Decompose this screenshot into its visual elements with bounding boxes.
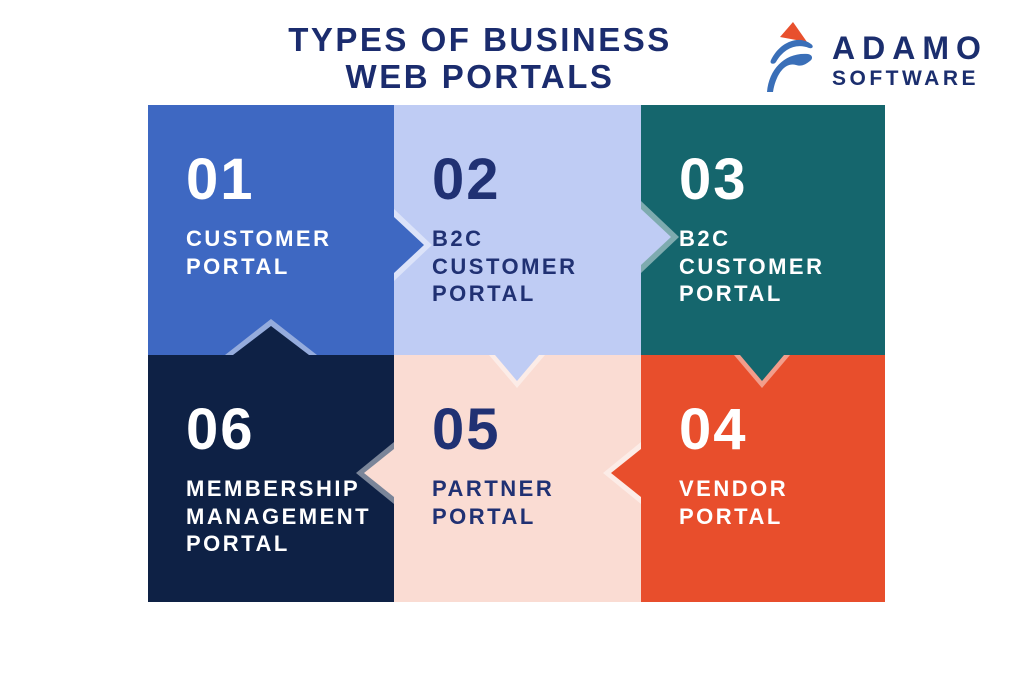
tile-number: 06 [186, 397, 255, 462]
tile-number: 04 [679, 397, 748, 462]
adamo-logo-icon [767, 22, 813, 92]
tile-label: PARTNER PORTAL [432, 476, 555, 529]
tile-b2c-customer-portal-2: 03 B2C CUSTOMER PORTAL [641, 105, 885, 355]
tile-number: 05 [432, 397, 501, 462]
logo-subname: SOFTWARE [832, 67, 979, 90]
tile-vendor-portal: 04 VENDOR PORTAL [641, 355, 885, 602]
logo-flame-icon [780, 22, 807, 42]
tile-label: CUSTOMER PORTAL [186, 226, 332, 279]
tile-membership-management-portal: 06 MEMBERSHIP MANAGEMENT PORTAL [148, 355, 394, 602]
tile-label: VENDOR PORTAL [679, 476, 789, 529]
page-title: TYPES OF BUSINESS WEB PORTALS [288, 21, 672, 95]
tile-label: B2C CUSTOMER PORTAL [432, 226, 578, 306]
tile-label: MEMBERSHIP MANAGEMENT PORTAL [186, 476, 372, 556]
tile-number: 03 [679, 147, 748, 212]
tile-partner-portal: 05 PARTNER PORTAL [394, 355, 641, 602]
tile-number: 01 [186, 147, 255, 212]
logo-text: ADAMO SOFTWARE [832, 32, 988, 91]
portal-types-grid: 01 CUSTOMER PORTAL 02 B2C CUSTOMER PORTA… [148, 105, 885, 602]
logo-swoosh-bottom-icon [767, 53, 813, 92]
logo-swoosh-top-icon [770, 39, 813, 64]
adamo-logo: ADAMO SOFTWARE [764, 20, 988, 94]
logo-name: ADAMO [832, 30, 988, 66]
tile-customer-portal: 01 CUSTOMER PORTAL [148, 105, 394, 355]
tile-number: 02 [432, 147, 501, 212]
tile-b2c-customer-portal: 02 B2C CUSTOMER PORTAL [394, 105, 641, 355]
tile-label: B2C CUSTOMER PORTAL [679, 226, 825, 306]
